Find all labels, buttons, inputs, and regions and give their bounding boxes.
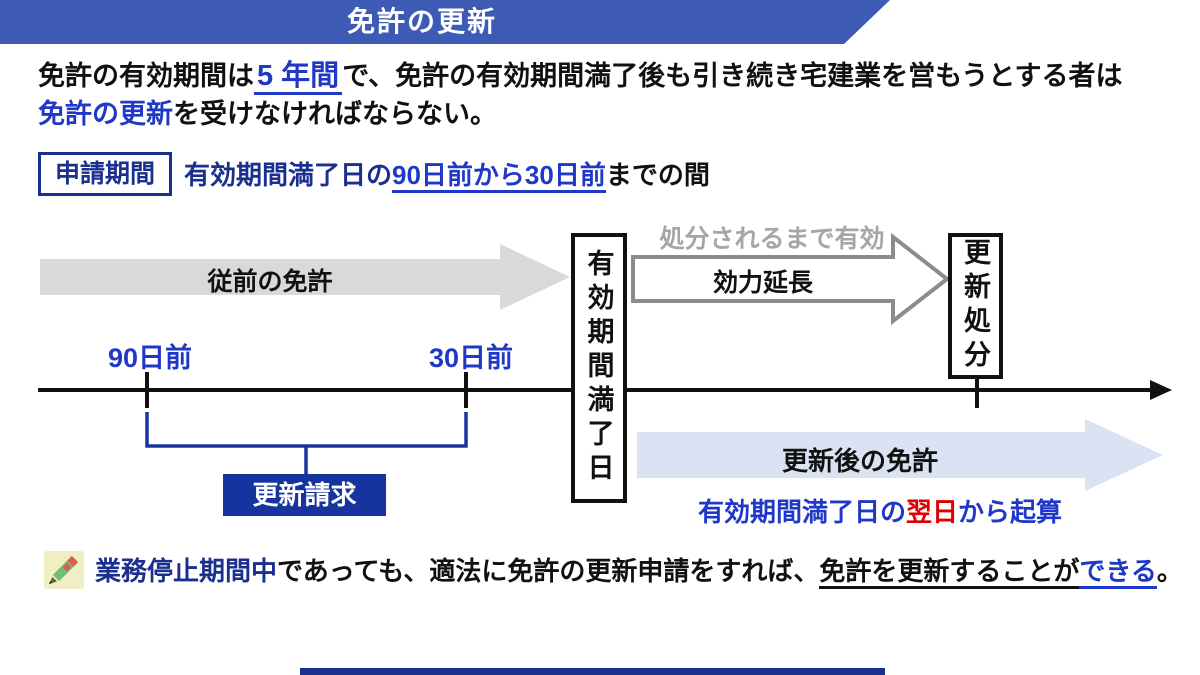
renewal-request-bracket bbox=[145, 412, 468, 474]
label-90-days-before: 90日前 bbox=[107, 343, 193, 373]
count-from-next-day-note: 有効期間満了日の翌日から起算 bbox=[630, 492, 1130, 529]
renewal-disposition-box: 更新処分 bbox=[948, 233, 1003, 379]
count-note-next-day: 翌日 bbox=[905, 497, 958, 527]
bottom-note: 業務停止期間中であっても、適法に免許の更新申請をすれば、免許を更新することができ… bbox=[95, 553, 1185, 589]
previous-license-arrow bbox=[40, 244, 570, 310]
extension-label: 効力延長 bbox=[712, 269, 813, 297]
timeline-arrowhead bbox=[1150, 380, 1172, 400]
expiration-date-box: 有効期間満了日 bbox=[571, 233, 627, 503]
note-text-1: であっても、適法に免許の更新申請をすれば、 bbox=[277, 556, 820, 586]
count-note-2: から起算 bbox=[958, 497, 1063, 527]
note-can-renew: できる bbox=[1079, 556, 1157, 589]
page-title: 免許の更新 bbox=[346, 6, 497, 37]
extension-arrow bbox=[631, 232, 951, 326]
app-text-2: 90日前から30日前 bbox=[392, 160, 606, 193]
intro-text-3: を受けなければならない。 bbox=[173, 99, 497, 129]
note-underlined-black: 免許を更新することが bbox=[819, 556, 1080, 589]
intro-text-1: 免許の有効期間は bbox=[38, 61, 254, 91]
app-text-1: 有効期間満了日の bbox=[184, 160, 393, 190]
application-period-text: 有効期間満了日の90日前から30日前までの間 bbox=[184, 158, 710, 193]
header-bar bbox=[0, 0, 890, 44]
application-period-box: 申請期間 bbox=[38, 152, 172, 196]
app-text-3: までの間 bbox=[605, 160, 710, 190]
intro-text-2: で、免許の有効期間満了後も引き続き宅建業を営もうとする者は bbox=[342, 61, 1123, 91]
previous-license-label: 従前の免許 bbox=[207, 268, 333, 296]
intro-highlight-renewal: 免許の更新 bbox=[38, 99, 173, 129]
renewed-license-label: 更新後の免許 bbox=[781, 446, 938, 476]
renewal-request-box: 更新請求 bbox=[223, 474, 386, 516]
renewed-license-arrow bbox=[637, 419, 1163, 491]
pencil-icon bbox=[44, 551, 84, 589]
count-note-1: 有効期間満了日の bbox=[697, 497, 906, 527]
expiration-date-label: 有効期間満了日 bbox=[583, 249, 614, 487]
note-suspension: 業務停止期間中 bbox=[95, 556, 278, 586]
label-30-days-before: 30日前 bbox=[428, 343, 514, 373]
intro-highlight-5years: 5 年間 bbox=[254, 60, 343, 95]
note-period: 。 bbox=[1156, 556, 1183, 586]
footer-bar bbox=[300, 668, 885, 675]
valid-until-disposition-label: 処分されるまで有効 bbox=[659, 225, 885, 253]
renewal-disposition-label: 更新処分 bbox=[960, 238, 990, 374]
